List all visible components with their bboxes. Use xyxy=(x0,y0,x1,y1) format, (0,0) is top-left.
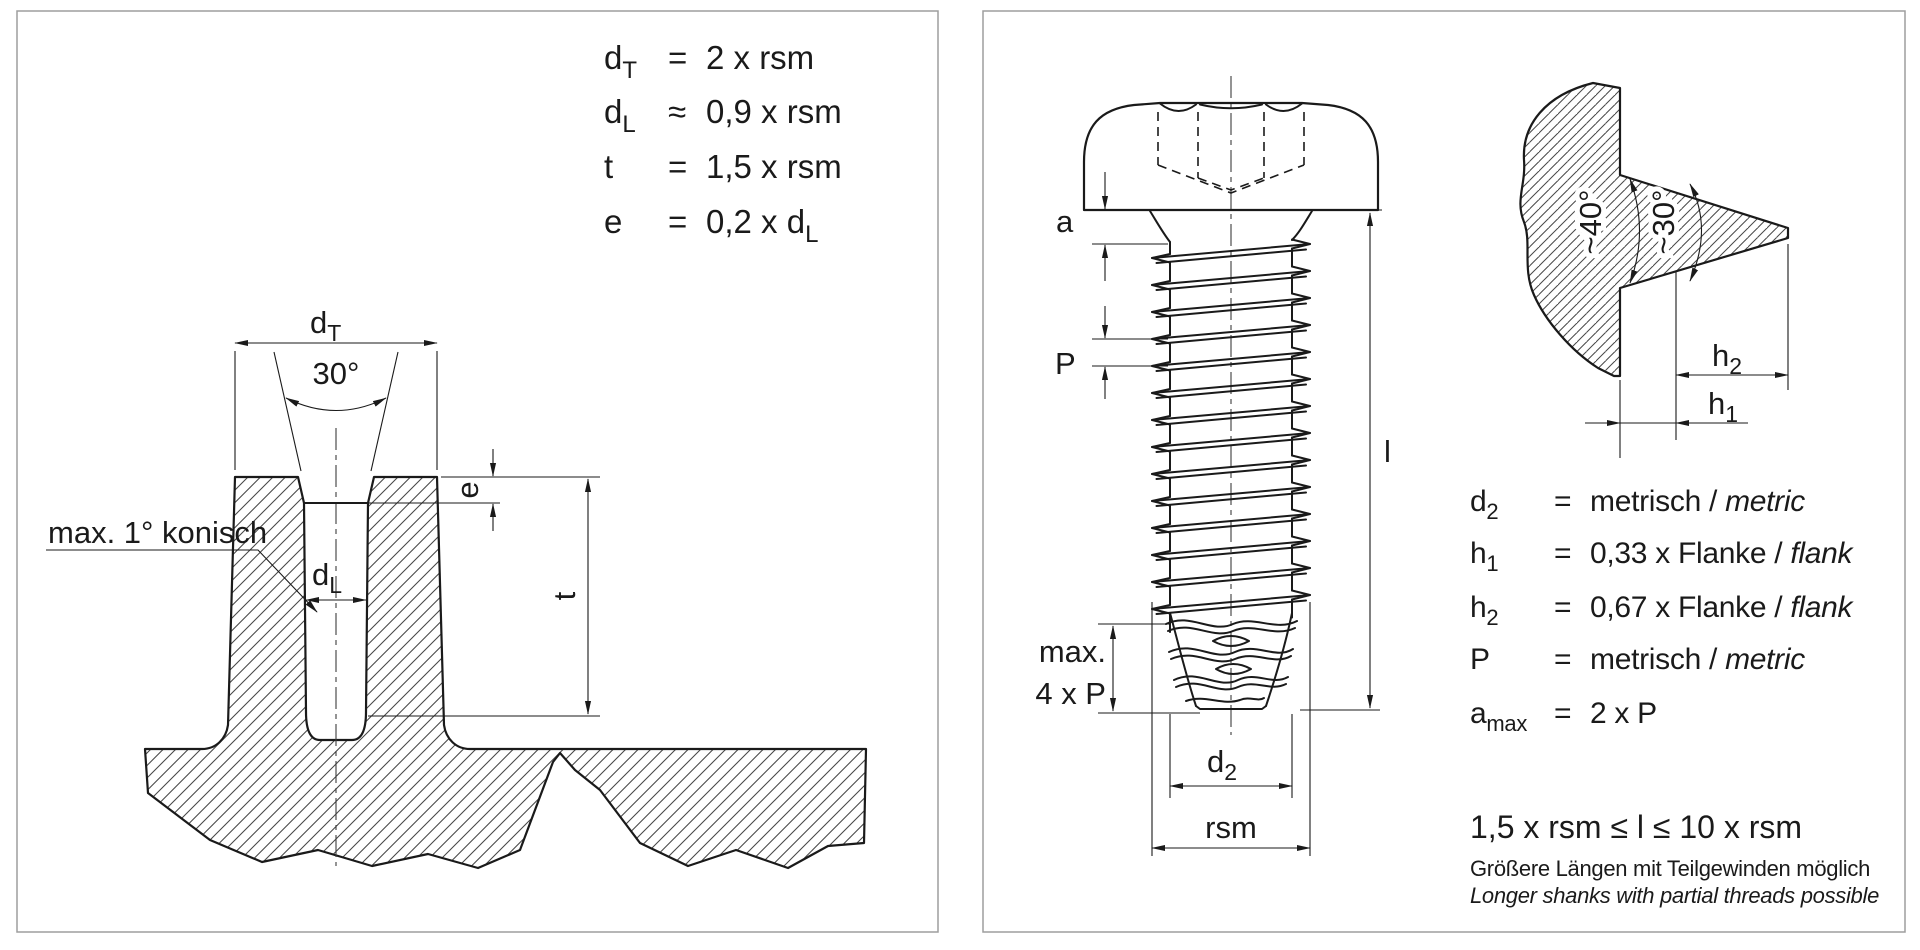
dim-angle-30: 30° xyxy=(273,351,399,472)
formula-t-eq: = xyxy=(668,148,687,185)
rformula-h1-eq: = xyxy=(1554,537,1571,570)
rformula-amax-eq: = xyxy=(1554,697,1571,730)
p-label: P xyxy=(1055,346,1076,381)
dt-label: dT xyxy=(310,305,341,346)
formula-dl: dL xyxy=(604,93,636,138)
dim-rsm: rsm xyxy=(1151,602,1311,856)
angle-40-label: ~40° xyxy=(1573,190,1608,255)
formula-dt-eq: = xyxy=(668,39,687,76)
rformula-amax: amax xyxy=(1470,697,1527,736)
formula-e-value: 0,2 x dL xyxy=(706,203,818,248)
l-label: l xyxy=(1384,434,1391,469)
formula-e-eq: = xyxy=(668,203,687,240)
dim-e: e xyxy=(450,449,497,531)
recess-center-arc xyxy=(1199,103,1263,110)
rformula-h2: h2 xyxy=(1470,591,1498,630)
h2-label: h2 xyxy=(1712,338,1742,379)
dim-l: l xyxy=(1300,212,1391,711)
dim-p: P xyxy=(1055,306,1168,399)
a-label: a xyxy=(1056,204,1074,239)
note-english: Longer shanks with partial threads possi… xyxy=(1470,883,1879,908)
t-label: t xyxy=(547,591,582,600)
angle-30b-label: ~30° xyxy=(1646,190,1681,255)
profile-material xyxy=(1519,81,1790,378)
formula-t-value: 1,5 x rsm xyxy=(706,148,842,185)
rformula-h1: h1 xyxy=(1470,537,1498,576)
boss-material xyxy=(143,475,868,870)
max-label: max. xyxy=(1039,634,1106,669)
boss-cross-section: dT 30° e dL xyxy=(46,305,868,870)
left-panel: dT = 2 x rsm dL ≈ 0,9 x rsm t = 1,5 x rs… xyxy=(16,10,939,933)
dim-h1: h1 xyxy=(1585,386,1748,427)
dim-d2: d2 xyxy=(1169,714,1293,798)
dim-a: a xyxy=(1056,172,1168,281)
4xp-label: 4 x P xyxy=(1035,676,1106,711)
angle-30-label: 30° xyxy=(313,356,360,391)
formula-dl-eq: ≈ xyxy=(668,93,686,130)
forming-zone xyxy=(1165,612,1298,710)
neck-left xyxy=(1149,210,1171,243)
rformula-p-value: metrisch / metric xyxy=(1590,643,1805,676)
rformula-p-label: P xyxy=(1470,643,1490,676)
dim-angle-40: ~40° xyxy=(1568,178,1640,284)
rformula-amax-value: 2 x P xyxy=(1590,697,1657,730)
formula-dt: dT xyxy=(604,39,637,84)
rformula-p-eq: = xyxy=(1554,643,1571,676)
recess-hidden-lines xyxy=(1157,112,1305,194)
length-condition: 1,5 x rsm ≤ l ≤ 10 x rsm xyxy=(1470,809,1802,845)
recess-wing-arc-left xyxy=(1159,102,1197,112)
recess-wing-arc-right xyxy=(1265,102,1303,112)
rformula-h1-value: 0,33 x Flanke / flank xyxy=(1590,537,1854,570)
thread-profile-detail: ~40° ~30° h2 h1 xyxy=(1519,81,1790,458)
d2-label: d2 xyxy=(1207,744,1237,785)
formula-e-label: e xyxy=(604,203,622,240)
formula-dl-value: 0,9 x rsm xyxy=(706,93,842,130)
rformula-h2-value: 0,67 x Flanke / flank xyxy=(1590,591,1854,624)
dim-h2: h2 xyxy=(1619,244,1789,458)
dim-angle-30b: ~30° xyxy=(1641,183,1702,282)
formula-dt-value: 2 x rsm xyxy=(706,39,814,76)
dim-t: t xyxy=(368,478,600,717)
dim-4xp: max. 4 x P xyxy=(1035,623,1200,714)
note-german: Größere Längen mit Teilgewinden möglich xyxy=(1470,856,1870,881)
leader-konisch: max. 1° konisch xyxy=(46,515,318,613)
konisch-label: max. 1° konisch xyxy=(48,515,267,550)
rformula-d2-value: metrisch / metric xyxy=(1590,485,1805,518)
h1-label: h1 xyxy=(1708,386,1738,427)
rformula-d2-eq: = xyxy=(1554,485,1571,518)
rformula-h2-eq: = xyxy=(1554,591,1571,624)
right-panel: a P l max. 4 x P xyxy=(982,10,1906,933)
right-panel-frame xyxy=(982,10,1906,933)
dl-label: dL xyxy=(312,557,342,598)
formula-t-label: t xyxy=(604,148,613,185)
e-label: e xyxy=(450,481,485,498)
neck-right xyxy=(1291,210,1313,241)
boss-formula-block: dT = 2 x rsm dL ≈ 0,9 x rsm t = 1,5 x rs… xyxy=(604,39,842,248)
rformula-d2: d2 xyxy=(1470,485,1498,524)
screw-formula-block: d2 = metrisch / metric h1 = 0,33 x Flank… xyxy=(1470,485,1879,908)
screw-drawing: a P l max. 4 x P xyxy=(1035,76,1391,856)
rsm-label: rsm xyxy=(1205,810,1257,845)
dim-dt: dT xyxy=(234,305,438,470)
dim-dl: dL xyxy=(305,557,367,604)
